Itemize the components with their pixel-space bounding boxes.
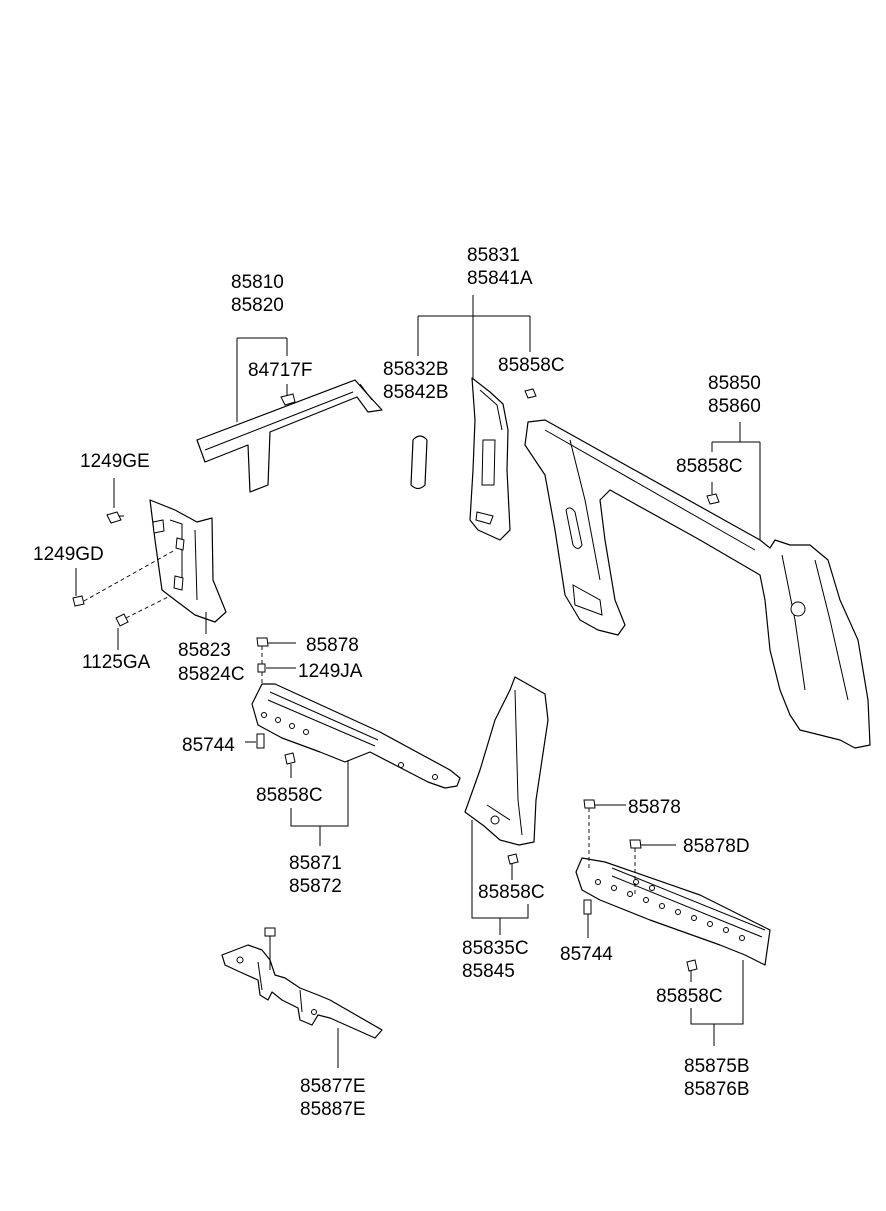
part-number-85850: 85850	[708, 373, 761, 394]
leader-85831	[417, 295, 531, 378]
screw-fastener[interactable]	[72, 595, 85, 607]
part-number-85810: 85810	[231, 272, 284, 293]
bolt-fastener[interactable]	[256, 637, 269, 647]
dash-guides	[83, 549, 176, 619]
part-number-85877E: 85877E	[300, 1076, 366, 1097]
part-number-1125GA: 1125GA	[82, 652, 151, 673]
part-number-85845: 85845	[462, 961, 515, 982]
front-pillar-trim-part[interactable]	[196, 379, 383, 493]
part-number-85872: 85872	[289, 876, 342, 897]
part-number-85878D: 85878D	[683, 836, 750, 857]
part-number-85858C: 85858C	[256, 785, 323, 806]
leader-85850	[711, 422, 761, 540]
part-number-85820: 85820	[231, 295, 284, 316]
leader-85835C	[471, 820, 529, 935]
part-number-85871: 85871	[289, 853, 342, 874]
lower-bracket-part[interactable]	[221, 944, 383, 1039]
clip-fastener[interactable]	[706, 493, 720, 505]
rear-scuff-plate-part[interactable]	[575, 857, 771, 966]
part-number-85878: 85878	[628, 797, 681, 818]
bolt-fastener[interactable]	[106, 511, 124, 524]
clip-fastener[interactable]	[284, 752, 296, 765]
part-number-85831: 85831	[467, 245, 520, 266]
part-number-85824C: 85824C	[178, 664, 245, 685]
left-trim-bracket-part[interactable]	[149, 499, 227, 623]
part-number-85876B: 85876B	[684, 1079, 750, 1100]
screw-fastener[interactable]	[115, 613, 129, 627]
bolt-fastener[interactable]	[583, 799, 596, 809]
leader-85871	[290, 760, 349, 846]
part-number-85887E: 85887E	[300, 1099, 366, 1120]
clip-fastener[interactable]	[524, 388, 537, 399]
part-number-1249GD: 1249GD	[33, 544, 104, 565]
part-number-85858C: 85858C	[676, 456, 743, 477]
part-number-1249GE: 1249GE	[80, 451, 150, 472]
front-scuff-plate-part[interactable]	[251, 683, 461, 789]
leader-85875B	[690, 960, 744, 1046]
part-number-85860: 85860	[708, 396, 761, 417]
leader-85810	[236, 337, 288, 422]
clip-fastener[interactable]	[280, 393, 296, 406]
part-number-85858C: 85858C	[656, 986, 723, 1007]
clip-pin[interactable]	[256, 733, 265, 749]
part-number-85744: 85744	[560, 944, 613, 965]
part-number-85841A: 85841A	[467, 268, 533, 289]
part-number-85835C: 85835C	[462, 938, 529, 959]
clip-fastener[interactable]	[686, 959, 698, 972]
lower-pillar-trim-part[interactable]	[464, 676, 549, 846]
part-number-85744: 85744	[182, 735, 235, 756]
bolt-fastener[interactable]	[629, 839, 642, 849]
part-number-85842B: 85842B	[383, 382, 449, 403]
part-number-85878: 85878	[306, 635, 359, 656]
part-number-85858C: 85858C	[498, 355, 565, 376]
part-number-85832B: 85832B	[383, 359, 449, 380]
part-number-85823: 85823	[178, 640, 231, 661]
quarter-trim-part[interactable]	[524, 419, 871, 749]
clip-pin[interactable]	[583, 899, 592, 915]
screw-fastener[interactable]	[257, 663, 266, 673]
part-number-85875B: 85875B	[684, 1056, 750, 1077]
part-number-1249JA: 1249JA	[298, 661, 363, 682]
clip-fastener[interactable]	[507, 853, 519, 865]
pillar-cover-part[interactable]	[410, 435, 428, 490]
dash-guides	[588, 808, 636, 895]
bolt-fastener[interactable]	[264, 927, 276, 970]
part-number-85858C: 85858C	[478, 882, 545, 903]
part-number-84717F: 84717F	[248, 360, 312, 381]
center-pillar-trim-part[interactable]	[469, 377, 511, 541]
